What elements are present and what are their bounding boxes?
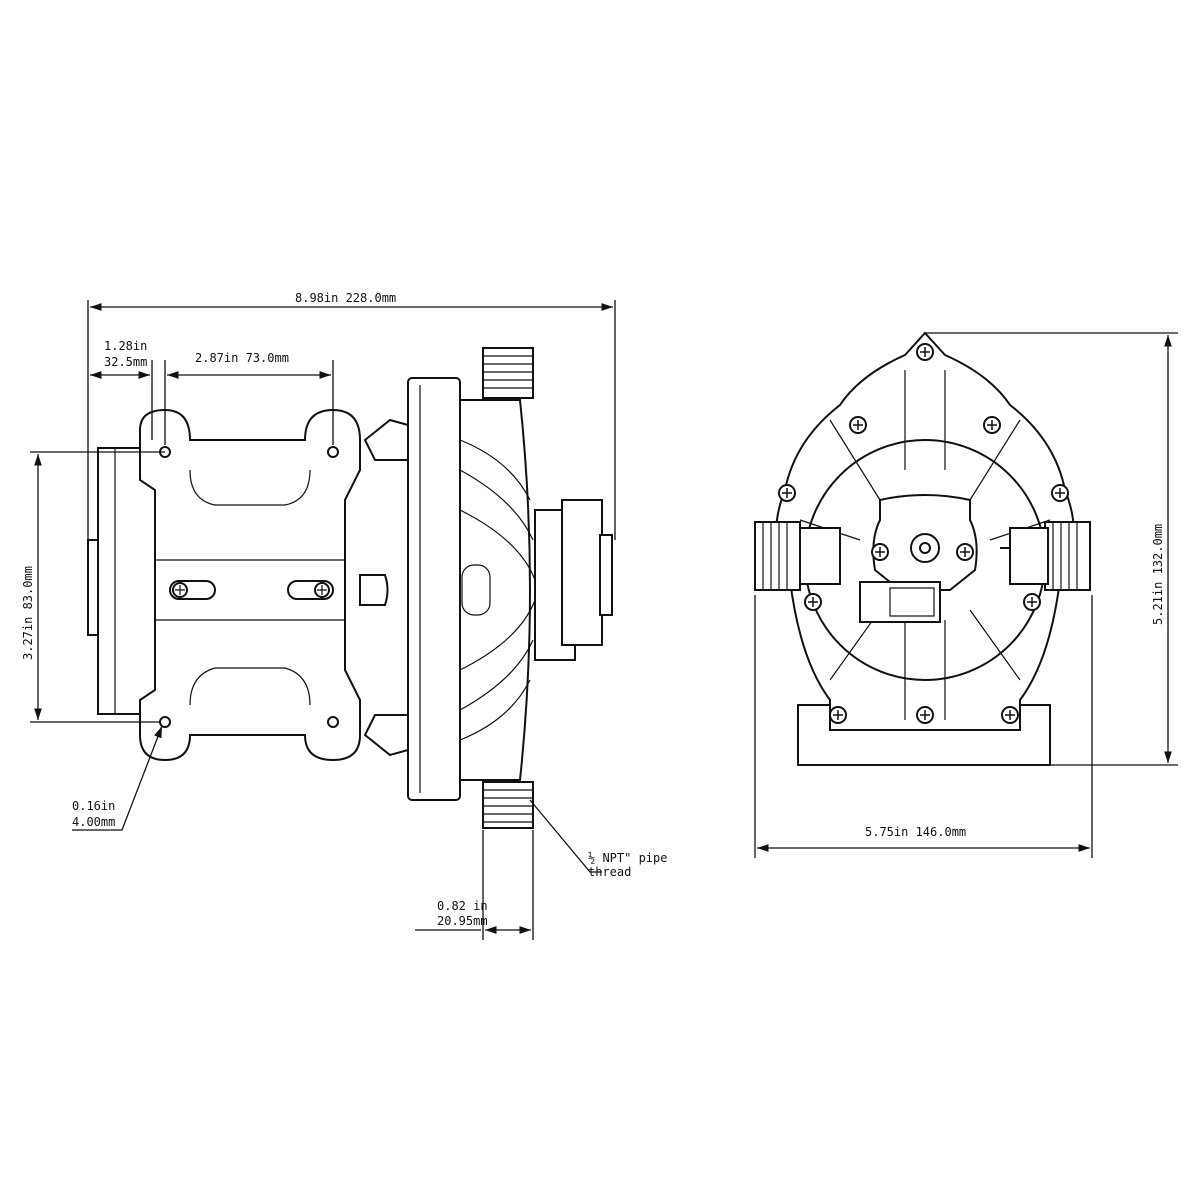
screw-icon (1001, 706, 1019, 724)
mounting-bracket (139, 408, 361, 762)
overall-length-label: 8.98in 228.0mm (295, 291, 396, 305)
screw-icon (1051, 484, 1069, 502)
port-width-in-label: 0.82 in (437, 899, 488, 913)
switch-terminal (859, 581, 941, 623)
front-dimension-lines (754, 332, 1178, 858)
screw-icon (871, 543, 889, 561)
hole-dia-mm-label: 4.00mm (72, 815, 115, 829)
top-port (482, 347, 534, 399)
overall-height-label: 5.21in 132.0mm (1151, 524, 1165, 625)
pump-flange (407, 377, 461, 801)
motor-offset-mm-label: 32.5mm (104, 355, 147, 369)
screw-icon (314, 582, 330, 598)
front-view: 5.75in 146.0mm 5.21in 132.0mm (754, 331, 1178, 858)
dimension-lines (30, 300, 616, 940)
thread-label-line1: ½ NPT" pipe (588, 851, 667, 865)
slot (169, 580, 216, 600)
mounting-hole (327, 716, 339, 728)
screw-icon (172, 582, 188, 598)
screw-icon (849, 416, 867, 434)
overall-width-label: 5.75in 146.0mm (865, 825, 966, 839)
screw-icon (916, 706, 934, 724)
screw-icon (983, 416, 1001, 434)
motor-body (97, 447, 159, 715)
screw-icon (804, 593, 822, 611)
screw-icon (829, 706, 847, 724)
slot (287, 580, 334, 600)
screw-icon (916, 343, 934, 361)
hole-spacing-label: 2.87in 73.0mm (195, 351, 289, 365)
pump-head (459, 399, 531, 781)
hole-height-label: 3.27in 83.0mm (21, 566, 35, 660)
bottom-port (482, 781, 534, 829)
mounting-hole (327, 446, 339, 458)
inlet-port (754, 521, 841, 591)
screw-icon (1023, 593, 1041, 611)
hole-dia-in-label: 0.16in (72, 799, 115, 813)
pressure-switch (534, 499, 613, 661)
screw-icon (778, 484, 796, 502)
motor-offset-in-label: 1.28in (104, 339, 147, 353)
thread-label-line2: thread (588, 865, 631, 879)
outlet-port (1009, 521, 1091, 591)
screw-icon (956, 543, 974, 561)
port-width-mm-label: 20.95mm (437, 914, 488, 928)
side-view: 8.98in 228.0mm 1.28in 32.5mm 2.87in 73.0… (21, 291, 667, 940)
